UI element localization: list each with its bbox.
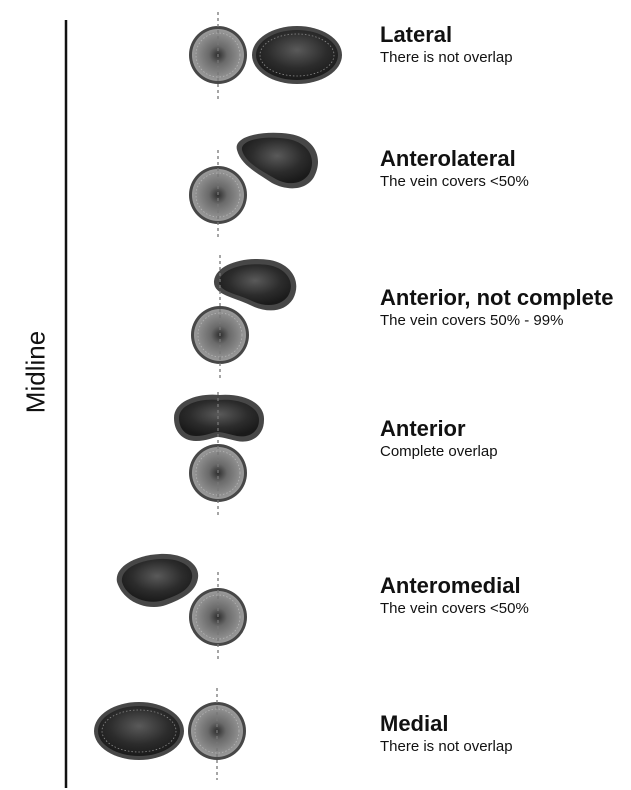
vein [213,258,297,311]
panel-description: There is not overlap [380,738,513,755]
vein [94,702,184,760]
vein [116,553,199,608]
panel-title: Anteromedial [380,573,521,598]
midline-label: Midline [20,330,51,414]
panel-anterior-not-complete-text: Anterior, not complete The vein covers 5… [380,285,630,330]
panel-anterolateral-figure [189,132,319,240]
panel-anterior-figure [174,392,265,515]
panel-anterior-not-complete-figure [191,255,297,380]
panel-description: There is not overlap [380,49,513,66]
vein [174,394,265,442]
panel-description: The vein covers 50% - 99% [380,312,564,329]
panel-title: Medial [380,711,449,736]
panel-title: Anterior [380,416,466,441]
panel-lateral-figure [189,12,342,102]
panel-anteromedial-figure [116,553,247,662]
panel-title: Anterolateral [380,146,516,171]
vein [252,26,342,84]
panel-description: Complete overlap [380,443,498,460]
panel-title: Lateral [380,22,453,47]
panel-anteromedial-text: Anteromedial The vein covers <50% [380,573,630,618]
panel-description: The vein covers <50% [380,600,529,617]
panel-medial-text: Medial There is not overlap [380,711,630,756]
vein [236,132,319,189]
panel-title: Anterior, not complete [380,285,614,310]
panel-lateral-text: Lateral There is not overlap [380,22,630,67]
panel-anterior-text: Anterior Complete overlap [380,416,630,461]
panel-medial-figure [94,688,246,780]
panel-anterolateral-text: Anterolateral The vein covers <50% [380,146,630,191]
panel-description: The vein covers <50% [380,173,529,190]
